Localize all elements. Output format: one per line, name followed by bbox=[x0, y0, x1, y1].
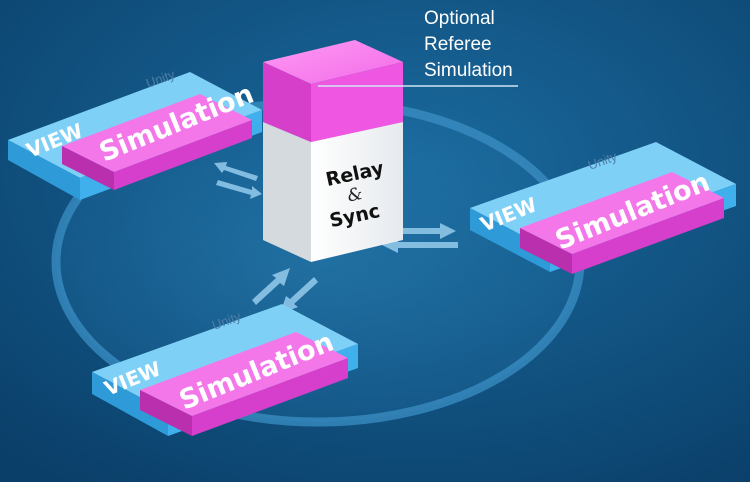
connection-arrows bbox=[214, 162, 458, 314]
arrow-relay-to-bottom bbox=[280, 277, 318, 314]
client-platform-right: Unity VIEW Simulation bbox=[470, 142, 736, 274]
callout-line-2: Referee bbox=[424, 34, 492, 55]
relay-label-amp: & bbox=[345, 184, 364, 207]
arrow-relay-to-right bbox=[380, 223, 456, 239]
arrow-right-to-relay bbox=[382, 237, 458, 253]
callout-line-3: Simulation bbox=[424, 60, 513, 81]
arrow-bottom-to-relay bbox=[252, 268, 290, 305]
callout-line-1: Optional bbox=[424, 8, 495, 29]
arrow-relay-to-left bbox=[214, 162, 258, 181]
arrow-left-to-relay bbox=[216, 180, 262, 199]
client-platform-bottom-left: Unity VIEW Simulation bbox=[92, 304, 358, 436]
referee-callout: Optional Referee Simulation bbox=[318, 8, 518, 87]
referee-simulation-box bbox=[263, 40, 403, 142]
